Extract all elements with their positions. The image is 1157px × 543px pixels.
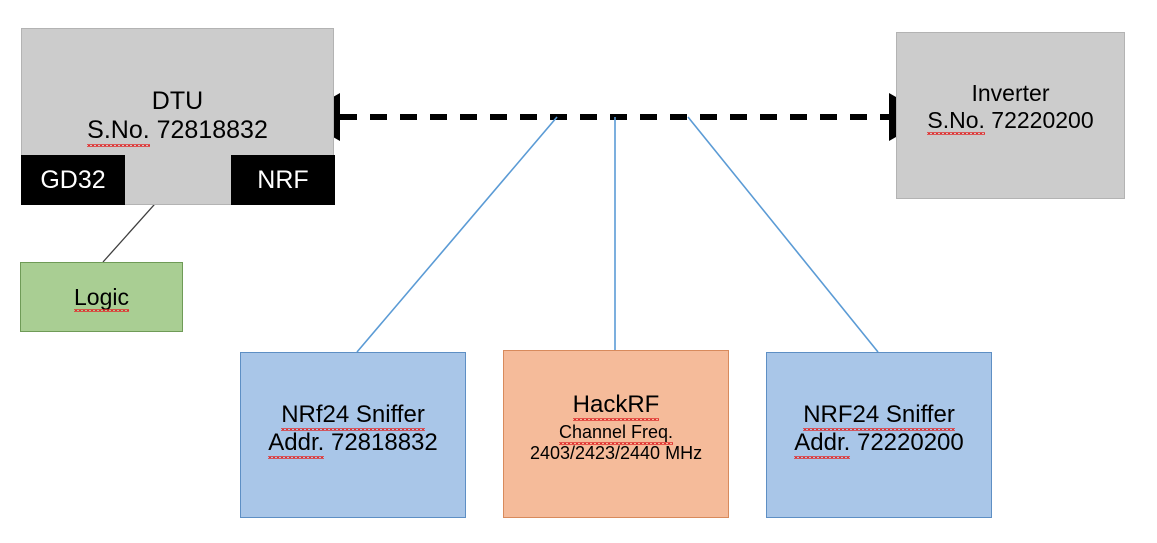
logic-label: Logic: [74, 283, 129, 312]
hackrf-channel-label: Channel Freq.: [558, 421, 674, 445]
inverter-serial-value: 72220200: [991, 106, 1094, 133]
node-inverter[interactable]: Inverter S.No. 72220200: [896, 32, 1125, 199]
node-nrf-chip[interactable]: NRF: [231, 155, 335, 205]
dtu-serial-value: 72818832: [156, 116, 268, 144]
gd32-label: GD32: [40, 165, 106, 194]
nrf24-right-title: NRF24 Sniffer: [803, 401, 955, 431]
nrf24-left-tap: [356, 116, 558, 353]
nrf24-right-addr-prefix: Addr.: [794, 428, 851, 459]
nrf24-left-title: NRf24 Sniffer: [281, 401, 425, 431]
hackrf-title: HackRF: [572, 391, 660, 421]
dtu-title: DTU: [151, 87, 204, 115]
nrf24-left-title-text: NRf24 Sniffer: [281, 401, 425, 431]
hackrf-frequencies: 2403/2423/2440 MHz: [529, 442, 703, 463]
nrf24-right-addr: Addr. 72220200: [794, 428, 964, 459]
node-nrf24-sniffer-left[interactable]: NRf24 Sniffer Addr. 72818832: [240, 352, 466, 518]
inverter-title: Inverter: [971, 80, 1050, 106]
hackrf-title-text: HackRF: [572, 391, 660, 421]
node-hackrf[interactable]: HackRF Channel Freq. 2403/2423/2440 MHz: [503, 350, 729, 518]
inverter-serial-prefix: S.No.: [927, 106, 985, 135]
node-logic-analyzer[interactable]: Logic: [20, 262, 183, 332]
nrf24-left-addr-value: 72818832: [330, 428, 438, 456]
hackrf-channel-label-text: Channel Freq.: [558, 421, 674, 445]
nrf24-left-addr: Addr. 72818832: [268, 428, 438, 459]
nrf24-left-addr-prefix: Addr.: [268, 428, 325, 459]
dtu-serial: S.No. 72818832: [87, 116, 268, 147]
node-nrf24-sniffer-right[interactable]: NRF24 Sniffer Addr. 72220200: [766, 352, 992, 518]
logic-label-text: Logic: [74, 283, 129, 312]
inverter-serial: S.No. 72220200: [927, 106, 1094, 135]
nrf24-right-addr-value: 72220200: [856, 428, 964, 456]
dtu-serial-prefix: S.No.: [87, 116, 150, 147]
nrf24-right-tap: [687, 116, 879, 353]
node-gd32-chip[interactable]: GD32: [21, 155, 125, 205]
nrf24-right-title-text: NRF24 Sniffer: [803, 401, 955, 431]
nrf-label: NRF: [257, 165, 309, 194]
